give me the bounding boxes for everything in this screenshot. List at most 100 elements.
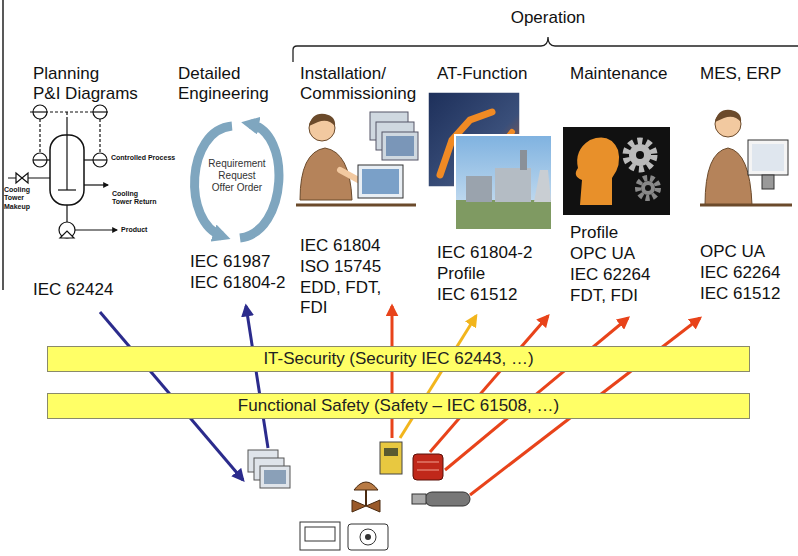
diagram-annotation: Controlled Process [111, 154, 175, 162]
band-text: IT-Security (Security IEC 62443, …) [263, 349, 533, 369]
standard-label: IEC 62424 [33, 280, 113, 300]
field-devices [384, 448, 398, 456]
diagram-annotation: Cooling Tower Return [112, 190, 160, 207]
pid-diagram [16, 173, 28, 183]
field-devices [354, 482, 378, 490]
maintenance-icon [645, 185, 651, 191]
maintenance-icon [626, 141, 654, 169]
manager-clipart [748, 140, 788, 175]
standard-label: EDD, FDT, FDI [300, 278, 400, 319]
field-devices [412, 494, 426, 504]
maintenance-icon [563, 127, 670, 215]
band-text: Functional Safety (Safety – IEC 61508, …… [238, 396, 559, 416]
automation-photos [466, 176, 492, 202]
pid-diagram [93, 159, 107, 160]
operation-bracket [293, 37, 798, 62]
manager-clipart [752, 144, 784, 171]
maintenance-icon [638, 178, 658, 198]
phase-heading: Maintenance [570, 64, 667, 84]
engineer-clipart [296, 204, 416, 207]
field-devices [380, 442, 402, 474]
automation-photos [520, 150, 527, 170]
automation-photos [456, 200, 551, 229]
automation-photos [455, 135, 552, 230]
field-devices [417, 470, 439, 471]
engineer-clipart [358, 165, 403, 198]
pid-diagram [30, 111, 110, 112]
diagram-annotation: Cooling Tower Makeup [4, 186, 48, 211]
pid-diagram [93, 153, 107, 167]
engineer-clipart [382, 132, 418, 160]
diagram-annotation: Product [121, 226, 147, 234]
engineer-clipart [309, 114, 335, 126]
pid-diagram [8, 105, 117, 238]
field-devices [300, 522, 340, 550]
maintenance-icon [563, 127, 670, 215]
band-node: Functional Safety (Safety – IEC 61508, …… [47, 393, 750, 419]
automation-photos [534, 170, 551, 202]
standard-label: IEC 62264 [700, 263, 780, 283]
field-devices [264, 470, 286, 484]
phase-heading: P&I Diagrams [33, 84, 138, 104]
engineer-clipart [296, 112, 418, 205]
manager-clipart [715, 110, 741, 122]
engineer-clipart [362, 169, 399, 194]
field-devices [348, 524, 388, 550]
standard-label: IEC 61804 [300, 236, 380, 256]
pid-diagram [8, 177, 50, 178]
standard-label: Profile [570, 223, 618, 243]
pid-diagram [99, 119, 100, 153]
maintenance-icon [641, 181, 655, 195]
phase-heading: Installation/ Commissioning [300, 64, 416, 105]
cycle-label: Requirement Request Offer Order [208, 158, 265, 194]
field-devices [365, 534, 371, 540]
pid-diagram [33, 111, 47, 112]
manager-clipart [700, 204, 792, 207]
field-devices [360, 529, 376, 545]
manager-clipart [762, 175, 774, 189]
band-node: IT-Security (Security IEC 62443, …) [47, 346, 750, 372]
standard-label: ISO 15745 [300, 257, 381, 277]
phase-heading: AT-Function [437, 64, 527, 84]
automation-photos [428, 92, 552, 230]
manager-clipart [705, 148, 752, 205]
field-devices [425, 492, 470, 506]
standard-label: IEC 62264 [570, 265, 650, 285]
frame-rule [2, 0, 4, 290]
field-devices [248, 442, 470, 550]
pid-diagram [84, 184, 108, 185]
pid-diagram [93, 111, 107, 112]
standard-label: IEC 61987 [190, 252, 270, 272]
pid-diagram [58, 189, 76, 190]
link-arrows [246, 306, 268, 448]
pid-diagram [47, 159, 50, 160]
phase-heading: MES, ERP [700, 64, 781, 84]
bracket-label: Operation [511, 8, 586, 28]
phase-heading: Planning [33, 64, 99, 84]
standard-label: Profile [437, 264, 485, 284]
pid-diagram [33, 153, 47, 167]
pid-diagram [33, 105, 47, 119]
pid-diagram [33, 159, 47, 160]
standard-label: IEC 61804-2 [437, 243, 532, 263]
engineering-cycle [195, 124, 279, 238]
manager-clipart [700, 110, 792, 205]
pid-diagram [60, 231, 74, 238]
standard-label: OPC UA [570, 244, 635, 264]
frame-rule [3, 0, 4, 290]
pid-diagram [66, 205, 67, 222]
standard-label: IEC 61512 [700, 284, 780, 304]
pid-diagram [75, 229, 117, 230]
maintenance-icon [636, 151, 644, 159]
pid-diagram [59, 222, 75, 238]
maintenance-icon [629, 144, 651, 166]
pid-diagram [93, 105, 107, 119]
standard-label: IEC 61512 [437, 285, 517, 305]
field-devices [260, 466, 290, 488]
operation-bracket [293, 37, 798, 62]
pid-diagram [84, 159, 93, 160]
automation-photos [495, 168, 531, 202]
standard-label: OPC UA [700, 242, 765, 262]
